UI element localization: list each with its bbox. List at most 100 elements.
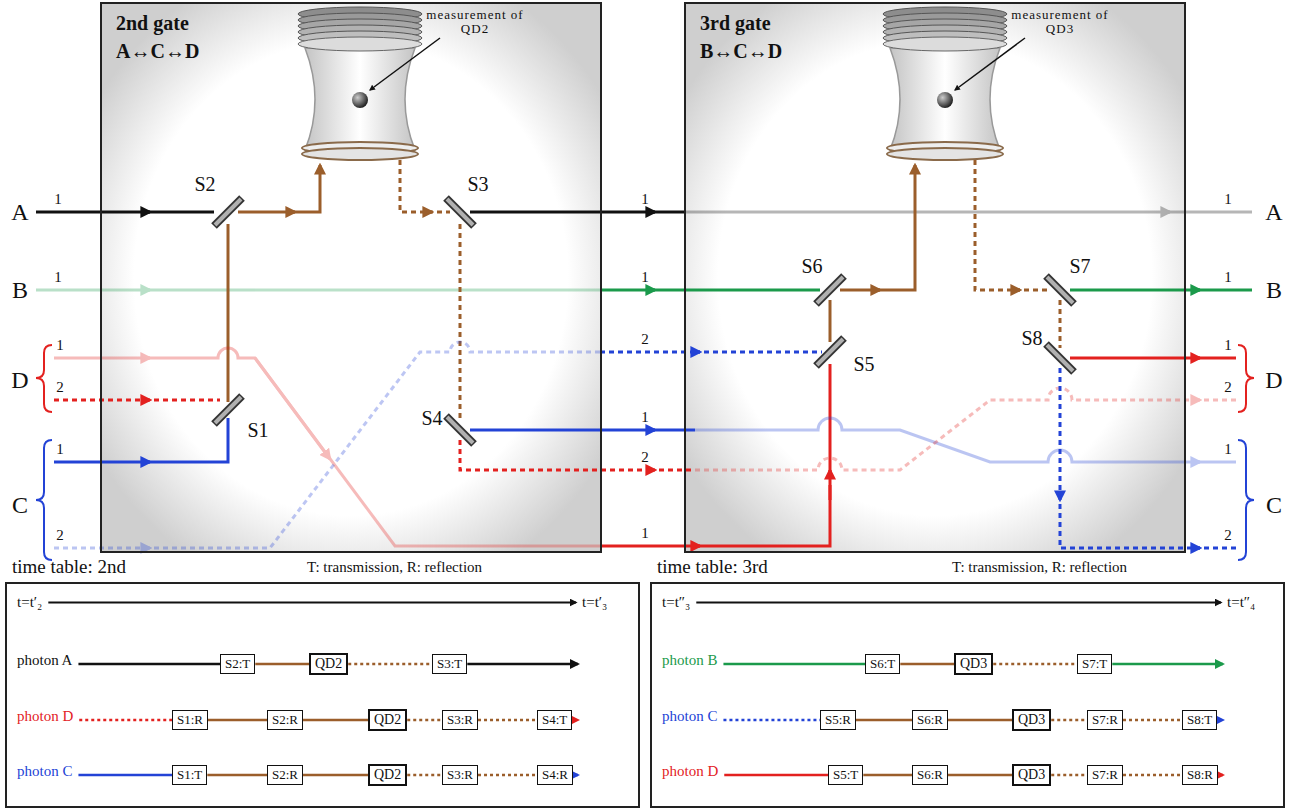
- photon-path-segment: [900, 663, 954, 666]
- port-number: 2: [641, 449, 649, 466]
- step-text: S2:T: [225, 655, 250, 673]
- step-text: S6:T: [870, 655, 895, 673]
- step-text: S2:R: [272, 711, 298, 729]
- quantum-dot-box: QD3: [954, 653, 993, 675]
- bracket: [36, 345, 52, 412]
- time-axis: [696, 602, 1221, 604]
- photon-name: photon B: [662, 652, 717, 669]
- splitter-step-box: S8:T: [1182, 710, 1217, 730]
- beam-path: [145, 348, 600, 546]
- beam-path: [54, 342, 600, 548]
- step-text: S8:R: [1187, 766, 1213, 784]
- photon-path-segment: [478, 719, 537, 722]
- photon-path-segment: [303, 719, 368, 722]
- beam-path: [1165, 211, 1252, 214]
- beam-path: [600, 289, 655, 292]
- beam-path: [460, 440, 655, 470]
- step-text: S2:R: [272, 766, 298, 784]
- beam-path: [684, 211, 1170, 214]
- splitter-name: S8: [1021, 327, 1042, 349]
- step-text: S4:T: [542, 711, 567, 729]
- photon-name: photon A: [17, 652, 72, 669]
- photon-name: photon C: [662, 708, 717, 725]
- beam-path: [36, 289, 600, 292]
- photon-path-segment: [856, 719, 912, 722]
- table-heading: time table: 3rd: [657, 556, 768, 578]
- gate-shading: [100, 2, 1186, 553]
- photon-path-segment: [407, 719, 442, 722]
- line-name: D: [1265, 367, 1282, 393]
- beam-path: [695, 485, 830, 546]
- beam-path: [1059, 368, 1062, 500]
- port-number: 1: [641, 191, 649, 208]
- photon-path-segment: [948, 774, 1012, 777]
- splitter-step-box: S7:R: [1087, 765, 1123, 785]
- step-text: S8:T: [1187, 711, 1212, 729]
- bracket: [1238, 440, 1254, 560]
- photon-path-segment: [303, 774, 368, 777]
- leader-line: [370, 38, 440, 90]
- time-mark: t=t′₃: [582, 594, 607, 611]
- quantum-dot-box: QD3: [1012, 764, 1051, 786]
- splitter-name: S7: [1069, 255, 1090, 277]
- splitter-step-box: S8:R: [1182, 765, 1218, 785]
- splitter-step-box: S7:R: [1087, 710, 1123, 730]
- step-text: S6:R: [917, 711, 943, 729]
- beam-path: [459, 224, 462, 420]
- photon-path-segment: [407, 774, 442, 777]
- beam-path: [470, 429, 655, 432]
- splitter-step-box: S3:T: [432, 654, 467, 674]
- photon-path-segment: [208, 719, 267, 722]
- port-number: 2: [1224, 527, 1232, 544]
- line-name: C: [12, 492, 28, 518]
- port-number: 1: [1224, 191, 1232, 208]
- photon-path-segment: [207, 774, 267, 777]
- bracket: [36, 345, 1254, 560]
- splitter-step-box: S2:R: [267, 765, 303, 785]
- photon-exit-arrow: [1112, 663, 1223, 666]
- photon-path-segment: [255, 663, 309, 666]
- photon-lead-line: [724, 774, 828, 777]
- port-number: 1: [641, 525, 649, 542]
- photon-path-segment: [1051, 719, 1087, 722]
- port-number: 1: [54, 269, 62, 286]
- photon-lead-line: [723, 719, 820, 722]
- splitter-step-box: S2:R: [267, 710, 303, 730]
- measurement-note: measurement of QD3: [1008, 8, 1112, 37]
- beam-path: [975, 160, 1020, 290]
- port-number: 1: [56, 337, 64, 354]
- photon-exit-arrow: [467, 663, 578, 666]
- beam-path: [1059, 300, 1062, 348]
- gate-box: 2nd gateA↔C↔D: [100, 2, 602, 553]
- splitter-name: S5: [853, 353, 874, 375]
- beam-splitter: [816, 276, 844, 304]
- step-text: S7:R: [1092, 766, 1118, 784]
- table-heading: T: transmission, R: reflection: [307, 559, 482, 576]
- splitter-step-box: S2:T: [220, 654, 255, 674]
- beam-splitter: [816, 338, 844, 366]
- beam-path: [227, 224, 230, 402]
- beam-path: [54, 399, 220, 402]
- beam-path: [470, 211, 655, 214]
- beam-splitter: [214, 198, 242, 226]
- beam-splitter: [1046, 276, 1074, 304]
- step-text: S5:T: [833, 766, 858, 784]
- photon-lead-line: [78, 774, 172, 777]
- port-number: 2: [1224, 379, 1232, 396]
- port-number: 1: [56, 441, 64, 458]
- splitter-step-box: S7:T: [1077, 654, 1112, 674]
- port-number: 2: [56, 379, 64, 396]
- step-text: S3:T: [437, 655, 462, 673]
- beam-path: [36, 160, 1252, 548]
- quantum-dot-box: QD2: [368, 764, 407, 786]
- photon-name: photon C: [17, 763, 72, 780]
- port-number: 1: [1224, 337, 1232, 354]
- port-number: 1: [54, 191, 62, 208]
- photon-lead-line: [79, 719, 172, 722]
- beam-path: [695, 388, 1200, 470]
- beam-splitter: [214, 198, 1074, 444]
- line-name: B: [1266, 277, 1282, 303]
- beam-path: [290, 165, 320, 212]
- beam-path: [54, 547, 150, 550]
